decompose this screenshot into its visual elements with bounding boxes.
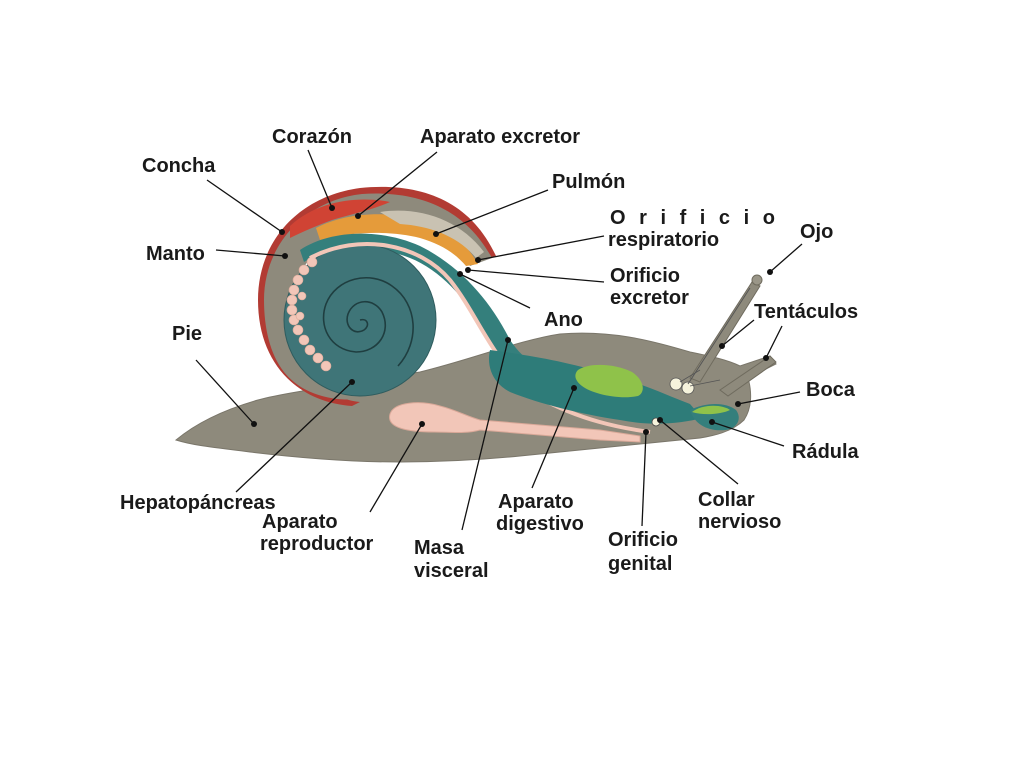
reproductive-gland [286,256,332,372]
radula-gland [692,405,730,415]
label-pie: Pie [172,323,202,345]
label-masa-visceral-line1: Masa [414,537,465,559]
label-aparato-reproductor-line1: Aparato [262,511,338,533]
nerve-fibers [679,369,721,387]
label-orificio-genital-line2: genital [608,553,672,575]
lung [380,210,484,258]
label-boca: Boca [806,379,856,401]
label-collar-nervioso-line1: Collar [698,489,755,511]
shell-spiral-line [322,277,414,367]
label-orificio-genital-line1: Orificio [608,529,678,551]
label-ano: Ano [544,309,583,331]
label-aparato-digestivo-line1: Aparato [498,491,574,513]
lower-tentacle [719,355,777,397]
label-orificio-respiratorio-line1: O r i f i c i o [610,207,779,229]
label-concha: Concha [142,155,216,177]
label-pulmon: Pulmón [552,171,625,193]
label-orificio-respiratorio-line2: respiratorio [608,229,719,251]
upper-tentacle [689,281,761,383]
label-manto: Manto [146,243,205,265]
optic-nerve [687,287,751,385]
labels: Concha Corazón Aparato excretor Pulmón O… [120,126,860,582]
label-orificio-excretor-line2: excretor [610,287,689,309]
snail-illustration [174,186,777,463]
salivary-gland [575,364,643,398]
label-corazon: Corazón [272,126,352,148]
reproductive-duct [309,242,651,434]
label-aparato-reproductor-line2: reproductor [260,533,374,555]
label-orificio-excretor-line1: Orificio [610,265,680,287]
eye [751,274,763,286]
label-hepatopancreas: Hepatopáncreas [120,492,276,514]
label-masa-visceral-line2: visceral [414,560,489,582]
label-radula: Rádula [792,441,860,463]
reproductive-organ [389,402,641,443]
heart [290,199,390,238]
label-aparato-excretor: Aparato excretor [420,126,580,148]
label-ojo: Ojo [800,221,833,243]
leader-lines [195,149,803,531]
nerve-ganglion-2 [681,381,695,395]
label-collar-nervioso-line2: nervioso [698,511,781,533]
label-tentaculos: Tentáculos [754,301,858,323]
nerve-ganglion-1 [669,377,683,391]
label-aparato-digestivo-line2: digestivo [496,513,584,535]
